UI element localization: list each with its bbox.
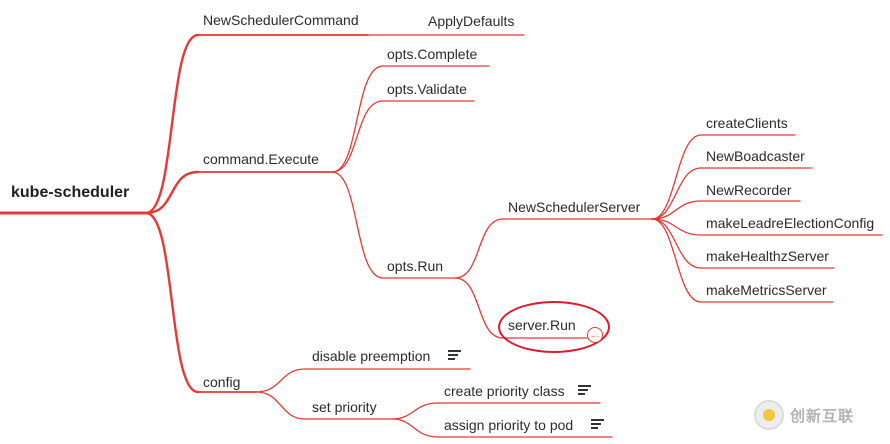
edge-server-newrecorder (651, 200, 702, 220)
edge-setpriority-createclass (391, 402, 439, 420)
node-commandexecute[interactable]: command.Execute (203, 151, 319, 167)
note-icon[interactable] (591, 419, 604, 429)
edge-commandexecute-optsvalidate (331, 100, 384, 173)
note-icon[interactable] (578, 385, 591, 395)
edge-server-makemetrics (651, 218, 702, 303)
node-applydefaults[interactable]: ApplyDefaults (428, 13, 515, 29)
edge-optsrun-newschedulerserver (454, 218, 504, 279)
watermark-logo-icon (754, 400, 784, 430)
highlight-circle-annotation (498, 301, 610, 353)
edge-commandexecute-optscomplete (331, 65, 384, 173)
watermark: 创新互联 (754, 396, 886, 434)
node-newschedulercommand[interactable]: NewSchedulerCommand (203, 12, 359, 28)
edge-config-setpriority (255, 391, 306, 420)
node-newschedulerserver[interactable]: NewSchedulerServer (508, 199, 641, 215)
node-makeleadreelectionconfig[interactable]: makeLeadreElectionConfig (706, 215, 875, 231)
node-setpriority[interactable]: set priority (312, 399, 377, 415)
edge-optsrun-serverrun (454, 277, 504, 339)
edge-config-disablepreemption (255, 368, 306, 393)
node-optsvalidate[interactable]: opts.Validate (387, 81, 467, 97)
node-kube-scheduler[interactable]: kube-scheduler (11, 184, 130, 201)
collapsed-branch-indicator[interactable]: … (587, 327, 603, 343)
node-createclients[interactable]: createClients (706, 115, 788, 131)
edge-server-createclients (651, 134, 702, 220)
node-config[interactable]: config (203, 374, 241, 390)
edge-server-makeleaderelection (651, 218, 702, 236)
node-newboadcaster[interactable]: NewBoadcaster (706, 148, 805, 164)
edge-root-commandexecute (144, 170, 200, 215)
node-newrecorder[interactable]: NewRecorder (706, 182, 792, 198)
edge-server-makehealthz (651, 218, 702, 269)
node-optsrun[interactable]: opts.Run (387, 258, 444, 274)
edge-root-newschedulercommand (144, 33, 200, 215)
node-assignprioritytopod[interactable]: assign priority to pod (444, 417, 574, 433)
node-serverrun[interactable]: server.Run (508, 317, 576, 333)
node-makehealthzserver[interactable]: makeHealthzServer (706, 248, 829, 264)
node-makemetricsserver[interactable]: makeMetricsServer (706, 282, 827, 298)
edge-commandexecute-optsrun (331, 171, 384, 279)
node-optscomplete[interactable]: opts.Complete (387, 46, 478, 62)
edge-setpriority-assignpod (391, 418, 439, 438)
note-icon[interactable] (448, 350, 461, 360)
edge-root-config (144, 211, 200, 394)
watermark-text: 创新互联 (790, 407, 855, 425)
node-disablepreemption[interactable]: disable preemption (312, 348, 431, 364)
edge-server-newboadcaster (651, 167, 702, 220)
node-createpriorityclass[interactable]: create priority class (444, 383, 565, 399)
